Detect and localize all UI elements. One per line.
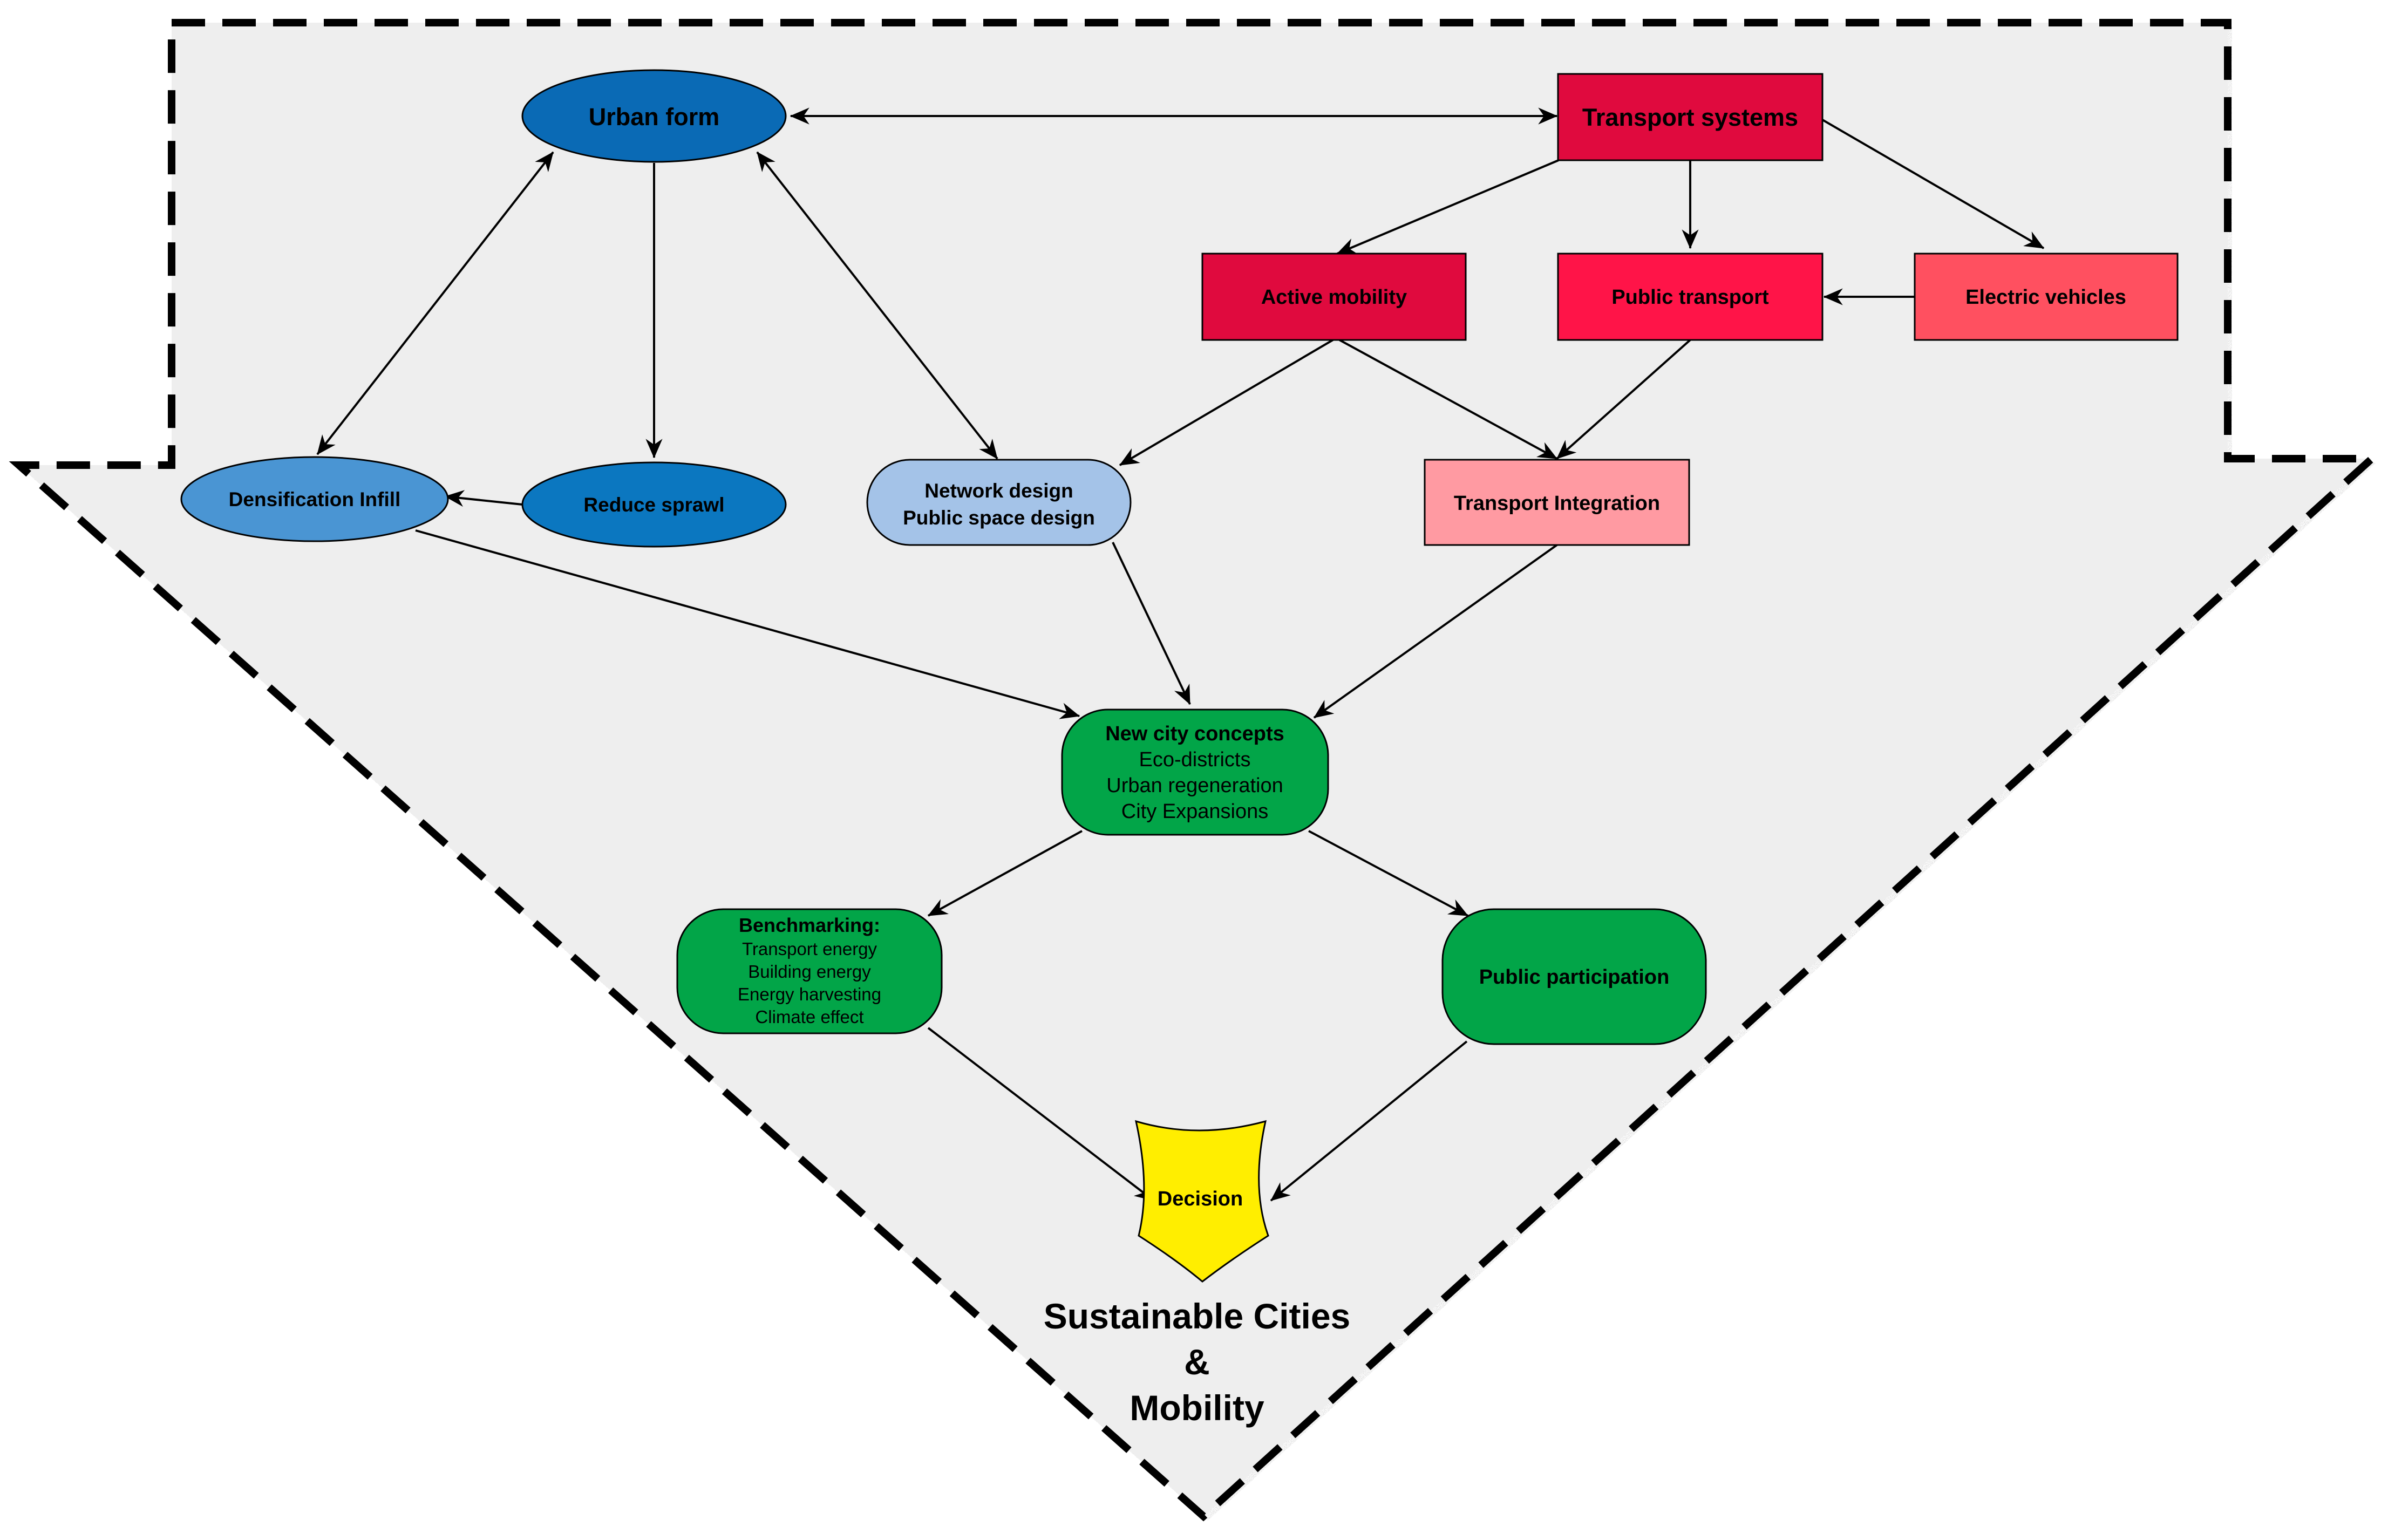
node-active-mobility: Active mobility (1201, 253, 1467, 341)
node-benchmarking-item: Climate effect (755, 1007, 863, 1027)
node-benchmarking-item: Building energy (748, 962, 871, 982)
node-benchmarking-item: Energy harvesting (738, 984, 881, 1004)
node-new-city-item: Eco-districts (1139, 748, 1251, 771)
node-densification-infill: Densification Infill (180, 456, 449, 542)
node-urban-form-label: Urban form (589, 103, 720, 131)
node-public-transport-label: Public transport (1611, 286, 1769, 309)
node-benchmarking: Benchmarking: Transport energy Building … (676, 908, 943, 1034)
node-electric-vehicles-label: Electric vehicles (1965, 286, 2126, 309)
node-public-participation-label: Public participation (1479, 966, 1670, 989)
edge-transport-active (1336, 159, 1559, 255)
edge-active-integration (1339, 339, 1558, 460)
node-new-city-item: Urban regeneration (1106, 774, 1283, 797)
node-public-transport: Public transport (1557, 253, 1824, 341)
edge-participation-decision (1270, 1040, 1468, 1202)
node-new-city-item: City Expansions (1121, 800, 1268, 823)
node-network-design-line1: Network design (924, 480, 1073, 502)
node-new-city-title: New city concepts (1105, 723, 1284, 745)
node-decision: Decision (1134, 1120, 1269, 1283)
edge-urban-densification (316, 151, 554, 455)
edge-network-newcity (1112, 542, 1191, 705)
node-urban-form: Urban form (521, 69, 787, 163)
node-new-city-concepts: New city concepts Eco-districts Urban re… (1061, 708, 1329, 836)
node-network-design: Network design Public space design (866, 459, 1132, 546)
node-electric-vehicles: Electric vehicles (1914, 253, 2179, 341)
edge-newcity-participation (1308, 830, 1469, 917)
caption-line3: Mobility (1130, 1388, 1264, 1428)
edge-public-integration (1556, 339, 1691, 460)
edge-integration-newcity (1313, 544, 1558, 719)
edge-sprawl-densification (444, 490, 523, 507)
caption-line2: & (1184, 1342, 1210, 1382)
node-public-participation: Public participation (1441, 908, 1707, 1045)
node-reduce-sprawl-label: Reduce sprawl (583, 494, 724, 516)
edge-transport-electric (1821, 119, 2045, 249)
edge-urban-network (756, 151, 998, 460)
node-transport-systems: Transport systems (1557, 73, 1824, 161)
diagram-caption: Sustainable Cities & Mobility (1044, 1296, 1351, 1428)
node-network-design-line2: Public space design (903, 507, 1095, 529)
node-transport-systems-label: Transport systems (1582, 104, 1798, 131)
node-transport-integration-label: Transport Integration (1454, 492, 1660, 515)
caption-line1: Sustainable Cities (1044, 1296, 1351, 1336)
node-active-mobility-label: Active mobility (1261, 286, 1407, 309)
edge-active-network (1119, 339, 1334, 466)
node-densification-label: Densification Infill (229, 488, 401, 510)
edges (316, 107, 2045, 1202)
node-decision-label: Decision (1158, 1188, 1243, 1210)
node-transport-integration: Transport Integration (1424, 459, 1690, 546)
node-benchmarking-title: Benchmarking: (739, 914, 880, 936)
node-benchmarking-item: Transport energy (742, 939, 877, 959)
edge-densification-newcity (415, 529, 1080, 719)
edge-benchmarking-decision (927, 1027, 1155, 1202)
node-reduce-sprawl: Reduce sprawl (521, 461, 787, 548)
edge-newcity-benchmarking (927, 830, 1083, 917)
